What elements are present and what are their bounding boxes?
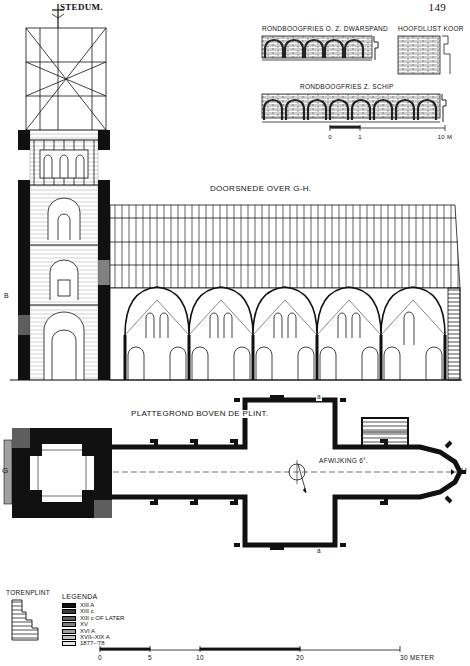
small-scale-bar bbox=[330, 125, 445, 131]
legend-swatch bbox=[62, 635, 76, 640]
detail-title: HOOFDLIJST KOOR bbox=[398, 26, 464, 33]
scale-number: 0 bbox=[98, 655, 102, 662]
legend-text: XV bbox=[80, 621, 88, 627]
section-mark: B bbox=[4, 292, 9, 299]
legend-title: LEGENDA bbox=[62, 593, 98, 600]
scale-number: 20 bbox=[296, 655, 304, 662]
nave-section bbox=[110, 205, 462, 380]
legend-text: XVII–XIX A bbox=[80, 634, 110, 640]
scale-number: 30 METER bbox=[400, 655, 434, 662]
profile-title: TORENPLINT bbox=[6, 590, 50, 597]
legend-swatch bbox=[62, 622, 76, 627]
running-head: STEDUM. bbox=[60, 3, 103, 12]
scale-bar bbox=[100, 646, 400, 652]
deviation-note: AFWIJKING 6°. bbox=[318, 458, 369, 465]
axis-letter: H bbox=[461, 467, 467, 475]
plinth-profile bbox=[12, 600, 38, 640]
legend-text: XIII A bbox=[80, 602, 94, 608]
legend-swatch bbox=[62, 609, 76, 614]
legend-text: XIII c OF LATER bbox=[80, 615, 124, 621]
legend-swatch bbox=[62, 616, 76, 621]
scale-number: 5 bbox=[148, 655, 152, 662]
legend-swatch bbox=[62, 603, 76, 608]
section-mark: a bbox=[316, 548, 322, 555]
axis-letter: G bbox=[2, 467, 9, 475]
detail-title: RONDBOOGFRIES O. Z. DWARSPAND bbox=[262, 26, 388, 33]
detail-title: RONDBOOGFRIES Z. SCHIP bbox=[300, 84, 394, 91]
scale-number: 10 M bbox=[438, 134, 453, 140]
tower-section bbox=[10, 4, 110, 380]
scale-number: 0 bbox=[328, 134, 332, 140]
page-number: 149 bbox=[429, 2, 446, 13]
section-title: DOORSNEDE OVER G-H. bbox=[210, 185, 311, 193]
section-mark: a bbox=[316, 394, 322, 401]
legend-swatch bbox=[62, 629, 76, 634]
legend-text: XIII c bbox=[80, 608, 94, 614]
frieze-east bbox=[262, 36, 378, 60]
frieze-nave bbox=[262, 94, 446, 122]
ground-plan bbox=[4, 395, 466, 550]
plan-title: PLATTEGROND BOVEN DE PLINT. bbox=[130, 410, 269, 418]
legend-swatch bbox=[62, 641, 76, 646]
legend-text: XVI A bbox=[80, 628, 95, 634]
legend-text: 1877–'78 bbox=[80, 640, 105, 646]
scale-number: 10 bbox=[196, 655, 204, 662]
cornice-choir bbox=[398, 36, 450, 74]
scale-number: 1 bbox=[358, 134, 362, 140]
